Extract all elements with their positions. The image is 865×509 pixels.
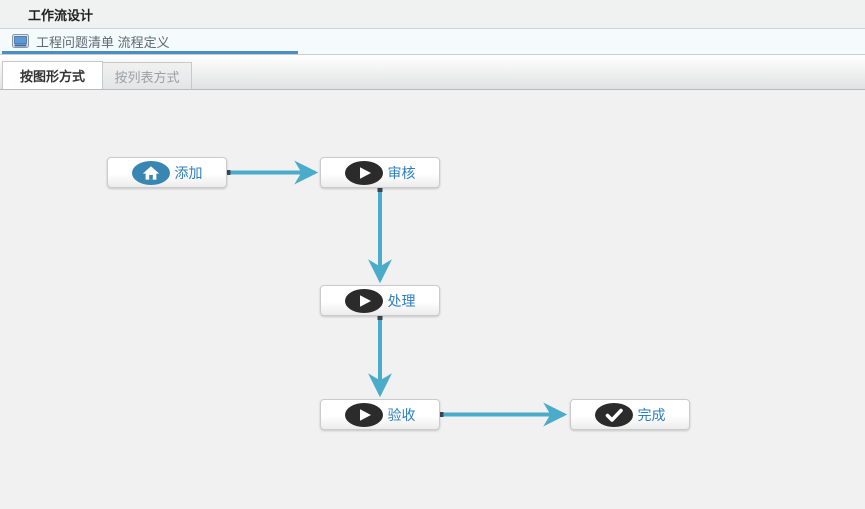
edge-start-dot — [377, 187, 383, 192]
monitor-icon — [12, 34, 29, 49]
breadcrumb-active-underline — [2, 51, 298, 54]
tab-list-mode[interactable]: 按列表方式 — [103, 62, 192, 89]
check-icon — [594, 402, 633, 427]
workflow-node-complete[interactable]: 完成 — [570, 399, 690, 430]
node-label: 验收 — [387, 406, 416, 423]
play-icon — [344, 288, 383, 313]
tab-strip: 按图形方式 按列表方式 — [0, 55, 865, 90]
workflow-node-add[interactable]: 添加 — [107, 157, 227, 188]
node-label: 处理 — [387, 292, 416, 309]
node-label: 添加 — [174, 164, 203, 181]
edge-start-dot — [438, 412, 444, 417]
tab-graphic-mode[interactable]: 按图形方式 — [2, 61, 103, 89]
title-bar: 工作流设计 — [0, 0, 865, 29]
workflow-node-review[interactable]: 审核 — [320, 157, 440, 188]
workflow-edges — [225, 160, 568, 427]
edge-start-dot — [377, 315, 383, 320]
workflow-node-accept[interactable]: 验收 — [320, 399, 440, 430]
breadcrumb-bar: 工程问题清单 流程定义 — [0, 29, 865, 55]
breadcrumb[interactable]: 工程问题清单 流程定义 — [36, 35, 170, 50]
workflow-node-process[interactable]: 处理 — [320, 285, 440, 316]
home-icon — [131, 160, 170, 185]
edge-start-dot — [225, 170, 231, 175]
page-title: 工作流设计 — [28, 7, 94, 23]
play-icon — [344, 160, 383, 185]
node-label: 完成 — [637, 406, 666, 423]
workflow-canvas[interactable]: 添加 审核 处理 验收 — [0, 90, 865, 508]
node-label: 审核 — [387, 164, 416, 181]
play-icon — [344, 402, 383, 427]
